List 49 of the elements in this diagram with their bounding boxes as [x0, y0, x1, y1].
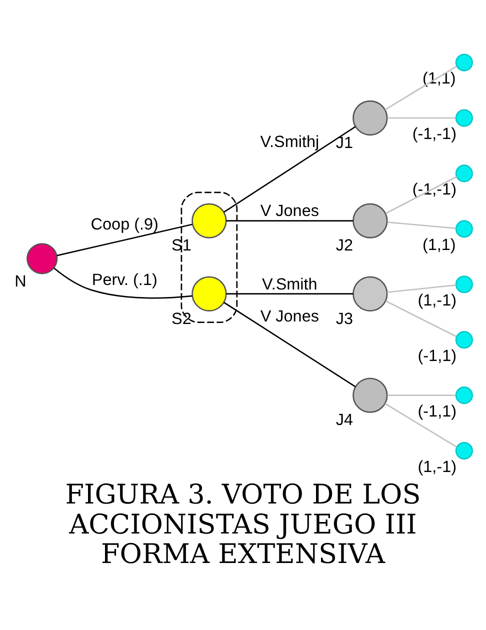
- connector: [384, 402, 457, 448]
- node-circle: [455, 53, 473, 71]
- node-circle: [455, 275, 473, 293]
- node-label: S1: [172, 236, 192, 254]
- node-label: J3: [336, 309, 354, 328]
- edge-label: V.Smithj: [260, 132, 320, 151]
- connector: [226, 220, 354, 221]
- edge-label: Coop (.9): [90, 215, 158, 234]
- node-circle: [455, 330, 473, 348]
- node-label: J1: [336, 133, 354, 152]
- node-circle: [352, 100, 388, 136]
- node-circle: [455, 220, 473, 238]
- edge-label: V Jones: [260, 202, 319, 220]
- node-label: N: [14, 272, 26, 290]
- node-circle: [192, 202, 227, 238]
- node-label: (1,-1): [418, 290, 456, 309]
- connector: [384, 65, 457, 110]
- connector: [224, 301, 356, 387]
- node-circle: [192, 276, 227, 311]
- node-label: (-1,1): [418, 346, 456, 364]
- connector: [56, 223, 192, 256]
- connector: [387, 116, 456, 118]
- connector: [226, 292, 354, 294]
- edge-label: Perv. (.1): [92, 270, 158, 289]
- node-circle: [455, 108, 473, 126]
- node-circle: [26, 242, 58, 274]
- node-label: (-1,1): [418, 402, 456, 420]
- node-circle: [455, 441, 473, 460]
- connector: [385, 300, 457, 337]
- connector: [224, 126, 356, 212]
- node-circle: [352, 377, 388, 412]
- node-circle: [352, 202, 388, 238]
- connector: [385, 176, 458, 214]
- node-label: (1,-1): [418, 457, 456, 476]
- connector: [386, 284, 456, 292]
- node-circle: [455, 386, 473, 404]
- node-label: J2: [336, 236, 354, 254]
- node-label: J4: [336, 410, 354, 429]
- caption: FIGURA 3. VOTO DE LOS ACCIONISTAS JUEGO III FORMA EXTENSIVA: [65, 479, 421, 570]
- connector: [387, 394, 456, 396]
- node-circle: [455, 164, 473, 182]
- node-label: (1,1): [422, 236, 456, 254]
- node-circle: [352, 276, 388, 311]
- node-label: S2: [172, 309, 192, 328]
- node-label: (-1,-1): [412, 124, 456, 143]
- edge-label: V Jones: [260, 307, 319, 326]
- node-label: (-1,-1): [412, 180, 456, 198]
- connector: [387, 221, 456, 228]
- edge-label: V.Smith: [262, 274, 318, 293]
